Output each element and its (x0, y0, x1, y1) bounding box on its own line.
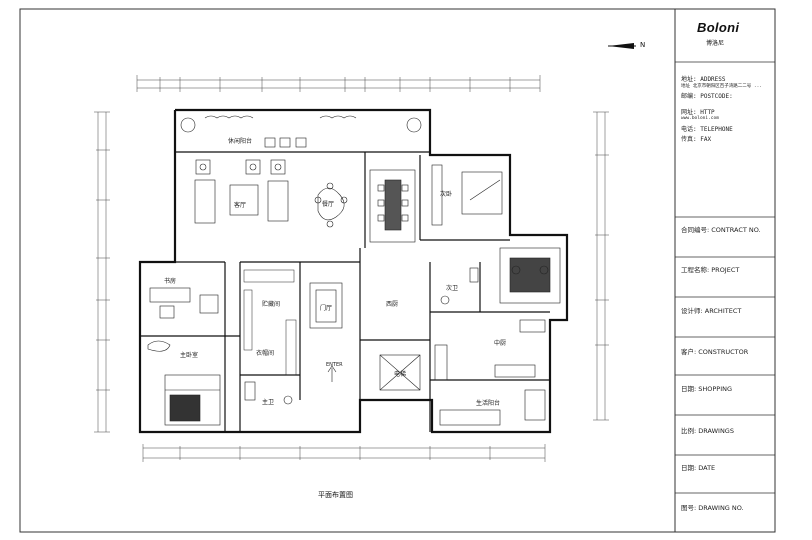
architect-field: 设计师: ARCHITECT (681, 307, 742, 315)
right-dimension-lines (593, 111, 609, 421)
room-label-storage: 贮藏间 (262, 300, 280, 308)
dining-table (369, 169, 416, 243)
date-field: 日期: DATE (681, 464, 716, 472)
room-label-second-bedroom: 次卧 (440, 190, 452, 198)
drawing-no-field: 图号: DRAWING NO. (681, 504, 744, 512)
second-bedroom-bed (431, 164, 503, 226)
postcode-label: 邮编: POSTCODE: (681, 93, 733, 100)
room-labels: 休闲阳台 客厅 餐厅 次卧 书房 贮藏间 门厅 西厨 次卫 主卧室 衣帽间 主卫… (164, 137, 506, 407)
room-label-closet: 衣帽间 (256, 349, 274, 357)
breakfast-table (499, 247, 561, 304)
project-field: 工程名称: PROJECT (681, 266, 740, 274)
living-room-furniture (194, 159, 348, 228)
north-arrow-icon (608, 43, 636, 49)
entry-label: ENTER (326, 362, 343, 368)
contract-no-field: 合同编号: CONTRACT NO. (681, 226, 761, 234)
top-dimension-lines (136, 75, 541, 92)
sheet-border (19, 8, 776, 533)
room-label-elevator: 电梯 (394, 370, 406, 378)
address-line: 地址 北京市朝阳区百子湾路二二号 ... (681, 84, 763, 89)
address-label: 地址: ADDRESS (681, 76, 726, 83)
room-label-master-bath: 主卫 (262, 398, 274, 406)
north-label: N (640, 41, 646, 49)
website-value: www.boloni.com (681, 116, 719, 121)
exterior-walls (138, 108, 569, 434)
room-label-foyer: 门厅 (320, 304, 332, 312)
left-dimension-lines (94, 111, 110, 433)
room-label-dining: 餐厅 (322, 200, 334, 208)
elevator-icon (379, 354, 421, 391)
entry-arrow-icon (327, 365, 337, 382)
kitchen-counters (434, 319, 546, 381)
room-label-second-bath: 次卫 (446, 284, 458, 292)
interior-walls (140, 151, 550, 432)
drawings-field: 比例: DRAWINGS (681, 427, 734, 435)
balcony-planters (180, 115, 422, 133)
balcony-chairs (264, 137, 307, 148)
plan-title: 平面布置图 (318, 491, 353, 499)
closet-racks (243, 269, 297, 376)
website-label: 网址: HTTP (681, 109, 715, 116)
room-label-balcony: 休闲阳台 (228, 137, 252, 145)
room-label-kitchen: 中厨 (494, 339, 506, 347)
phone-label: 电话: TELEPHONE (681, 126, 733, 133)
foyer-cabinet (309, 282, 343, 329)
room-label-west-kitchen: 西厨 (386, 301, 398, 308)
constructor-field: 客户: CONSTRUCTOR (681, 348, 749, 356)
brand-chinese-name: 博洛尼 (706, 40, 725, 47)
study-desk (149, 287, 219, 319)
brand-logo: Boloni (697, 20, 740, 35)
master-bed (147, 340, 221, 426)
bottom-dimension-lines (142, 444, 546, 462)
fax-label: 传真: FAX (681, 136, 712, 143)
room-label-study: 书房 (164, 277, 176, 285)
room-label-living: 客厅 (234, 201, 246, 209)
bathroom-fixtures (244, 267, 546, 426)
room-label-master-bedroom: 主卧室 (180, 351, 198, 359)
shopping-field: 日期: SHOPPING (681, 385, 733, 393)
room-label-utility-balcony: 生活阳台 (476, 399, 500, 407)
